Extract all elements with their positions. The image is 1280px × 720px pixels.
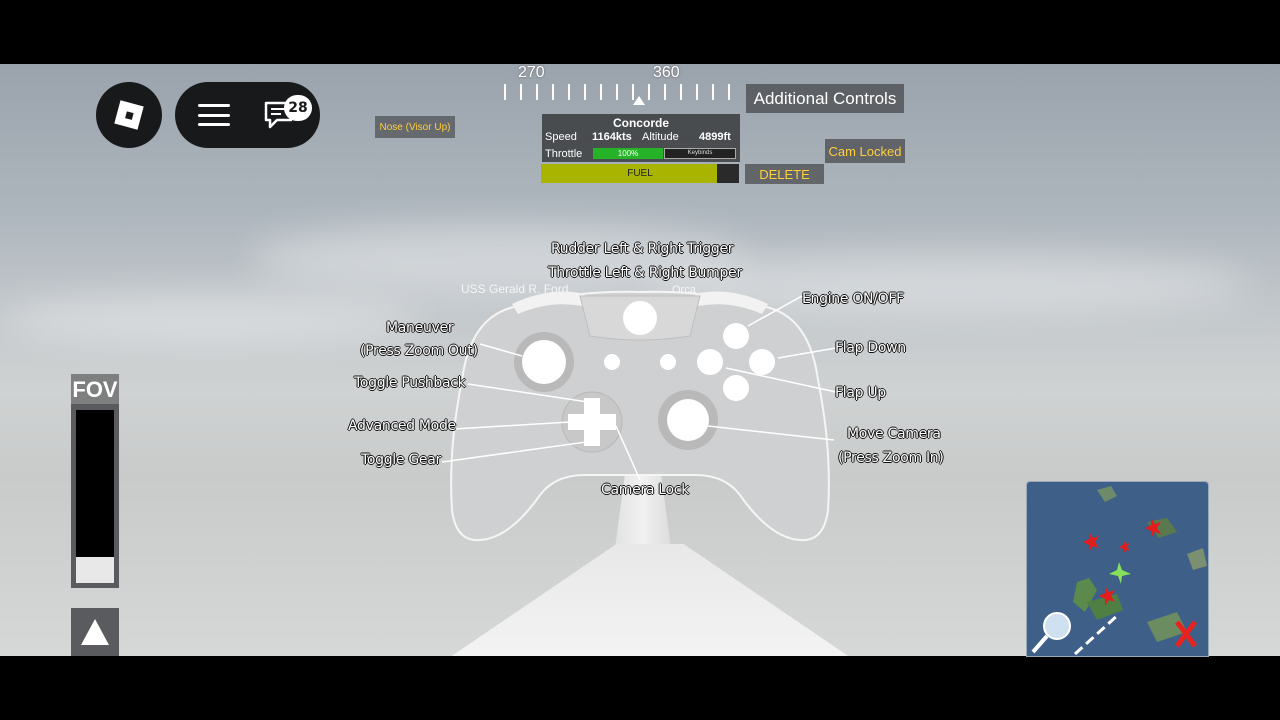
throttle-label: Throttle — [545, 148, 583, 160]
label-advanced-mode: Advanced Mode — [348, 418, 456, 434]
right-bumper — [695, 291, 768, 314]
left-stick — [522, 340, 566, 384]
fov-slider[interactable] — [71, 404, 119, 588]
button-b — [749, 349, 775, 375]
label-flap-up: Flap Up — [835, 385, 886, 401]
ship-nametag: USS Gerald R. Ford — [461, 282, 569, 296]
fuel-fill — [541, 164, 718, 183]
minimap-terrain — [1031, 486, 1207, 656]
fov-label: FOV — [71, 374, 119, 406]
label-toggle-pushback: Toggle Pushback — [354, 375, 466, 391]
close-icon — [1175, 620, 1197, 648]
label-move-camera-sub: (Press Zoom In) — [838, 450, 944, 466]
nose-visor-button[interactable]: Nose (Visor Up) — [375, 116, 455, 138]
altitude-label: Altitude — [642, 131, 679, 143]
game-viewport[interactable] — [0, 64, 1280, 656]
cam-locked-button[interactable]: Cam Locked — [825, 139, 905, 163]
speed-value: 1164kts — [592, 131, 632, 143]
keybinds-button[interactable]: Keybinds — [664, 148, 736, 159]
leader-lines — [441, 295, 837, 481]
aircraft-name: Concorde — [612, 116, 669, 130]
up-arrow-button[interactable] — [71, 608, 119, 656]
fuel-label: FUEL — [627, 168, 653, 179]
label-throttle: Throttle Left & Right Bumper — [548, 265, 742, 281]
delete-button[interactable]: DELETE — [745, 164, 824, 184]
heading-caret-icon — [633, 96, 645, 105]
label-maneuver: Maneuver — [386, 320, 454, 336]
up-arrow-icon — [81, 619, 109, 645]
controller-diagram — [441, 290, 837, 542]
aircraft-info-panel: Concorde Speed 1164kts Altitude 4899ft T… — [542, 114, 740, 162]
label-engine: Engine ON/OFF — [802, 291, 904, 307]
label-camera-lock: Camera Lock — [601, 482, 690, 498]
label-flap-down: Flap Down — [835, 340, 906, 356]
additional-controls-button[interactable]: Additional Controls — [746, 84, 904, 113]
left-bumper — [512, 291, 585, 314]
view-button — [604, 354, 620, 370]
dpad — [568, 398, 616, 446]
button-x — [697, 349, 723, 375]
label-rudder: Rudder Left & Right Trigger — [551, 241, 734, 257]
right-stick — [667, 399, 709, 441]
cloud — [0, 294, 420, 344]
minimap[interactable] — [1026, 481, 1209, 657]
menu-button — [660, 354, 676, 370]
heading-compass: 270 360 — [500, 64, 740, 110]
heading-label: 270 — [518, 64, 545, 81]
throttle-bar: 100% — [593, 148, 663, 159]
fov-fill — [76, 557, 114, 583]
heading-label: 360 — [653, 64, 680, 81]
letterbox-bottom — [0, 656, 1280, 720]
altitude-value: 4899ft — [699, 131, 731, 143]
throttle-fill — [593, 148, 663, 159]
throttle-percent: 100% — [617, 149, 639, 158]
label-maneuver-sub: (Press Zoom Out) — [360, 343, 478, 359]
plane-marker-icon — [1109, 562, 1131, 584]
guide-button — [623, 301, 657, 335]
fuel-bar: FUEL — [541, 164, 739, 183]
label-toggle-gear: Toggle Gear — [361, 452, 441, 468]
roblox-logo-icon[interactable] — [96, 82, 162, 148]
button-y — [723, 323, 749, 349]
chat-badge: 28 — [284, 95, 312, 121]
button-a — [723, 375, 749, 401]
label-move-camera: Move Camera — [847, 426, 941, 442]
traffic-markers — [1083, 518, 1161, 606]
speed-label: Speed — [545, 131, 577, 143]
cloud — [250, 224, 750, 294]
aircraft-wing — [440, 544, 860, 656]
menu-icon[interactable] — [198, 104, 230, 126]
letterbox-top — [0, 0, 1280, 64]
zoom-icon — [1043, 612, 1071, 640]
